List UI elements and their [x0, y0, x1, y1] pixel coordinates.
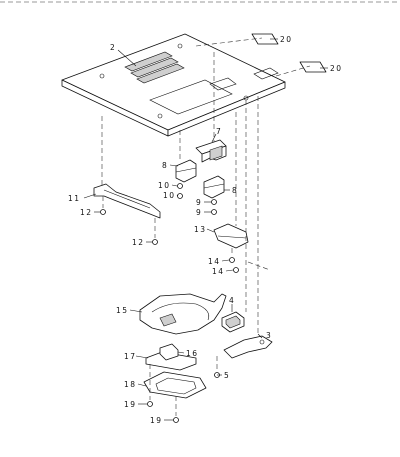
callout-16: 16	[186, 349, 199, 358]
bobbin-opening	[149, 79, 233, 115]
hook-race	[151, 302, 210, 321]
lever-hole	[259, 339, 265, 345]
callout-18: 18	[124, 380, 137, 389]
screw-12-a	[100, 209, 106, 215]
callout-11: 11	[68, 194, 81, 203]
lever-body	[223, 335, 273, 359]
screw	[177, 183, 183, 189]
callout-7: 7	[216, 127, 222, 136]
holder-insert	[209, 145, 223, 161]
screw	[211, 209, 217, 215]
callout-8-b: 8	[232, 186, 238, 195]
feed-slot-3	[136, 63, 185, 84]
callout-17: 17	[124, 352, 137, 361]
feed-slot-2	[130, 57, 179, 78]
bracket-edge	[175, 167, 197, 173]
seal-20-b	[299, 61, 327, 73]
callout-19-b: 19	[150, 416, 163, 425]
callout-5: 5	[224, 371, 230, 380]
callout-labels: 2 20 20 7 8 10 10 9 8 9 11 12 12 13 14 1…	[68, 35, 343, 425]
bracket-edge	[203, 183, 225, 189]
bracket-13	[213, 223, 249, 249]
bracket-edge	[103, 189, 151, 209]
bracket-8-right	[203, 175, 225, 199]
bracket-11	[93, 183, 161, 219]
screw-19-b	[173, 417, 179, 423]
plate-right-edge	[167, 81, 286, 137]
screw-hole	[157, 113, 163, 119]
callout-8-a: 8	[162, 161, 168, 170]
feed-slot-1	[124, 51, 173, 72]
screw-hole	[177, 43, 183, 49]
bracket-body	[175, 159, 197, 183]
screw	[177, 193, 183, 199]
callout-4: 4	[229, 296, 235, 305]
callout-9-b: 9	[196, 208, 202, 217]
screw-19-a	[147, 401, 153, 407]
block-body	[159, 343, 179, 361]
assembly-lines	[101, 37, 311, 416]
cover-body	[143, 371, 207, 399]
block-16	[159, 343, 179, 361]
cover-18	[143, 371, 207, 399]
bracket-edge	[217, 235, 247, 239]
callout-10-b: 10	[163, 191, 176, 200]
holder-7	[195, 139, 227, 163]
callout-2: 2	[110, 43, 116, 52]
screws-9-10	[177, 183, 217, 215]
plate-recess	[209, 77, 237, 91]
hook-pad	[159, 313, 177, 327]
hook-base-15	[139, 293, 227, 335]
screw-14-b	[233, 267, 239, 273]
callout-15: 15	[116, 306, 129, 315]
plate-slot-right	[253, 67, 279, 80]
part-inner	[225, 315, 241, 329]
screw-hole	[99, 73, 105, 79]
callout-3: 3	[266, 331, 272, 340]
callout-14-b: 14	[212, 267, 225, 276]
callout-12-b: 12	[132, 238, 145, 247]
seal-pad	[299, 61, 327, 73]
callout-19-a: 19	[124, 400, 137, 409]
bracket-body	[213, 223, 249, 249]
screw-12-b	[152, 239, 158, 245]
screw-14-a	[229, 257, 235, 263]
leader-lines	[83, 38, 328, 421]
callout-14-a: 14	[208, 257, 221, 266]
part-4	[221, 311, 245, 333]
bracket-8-left	[175, 159, 197, 183]
seal-pad	[251, 33, 279, 45]
lever-3	[223, 335, 273, 359]
callout-20-b: 20	[330, 64, 343, 73]
callout-12-a: 12	[80, 208, 93, 217]
callout-9-a: 9	[196, 198, 202, 207]
seal-20-a	[251, 33, 279, 45]
cover-inner	[155, 377, 197, 395]
screw	[211, 199, 217, 205]
callout-20-a: 20	[280, 35, 293, 44]
needle-plate	[61, 33, 286, 137]
bracket-body	[203, 175, 225, 199]
plate-top-face	[61, 33, 286, 131]
callout-10-a: 10	[158, 181, 171, 190]
callout-13: 13	[194, 225, 207, 234]
hook-base-body	[139, 293, 227, 335]
